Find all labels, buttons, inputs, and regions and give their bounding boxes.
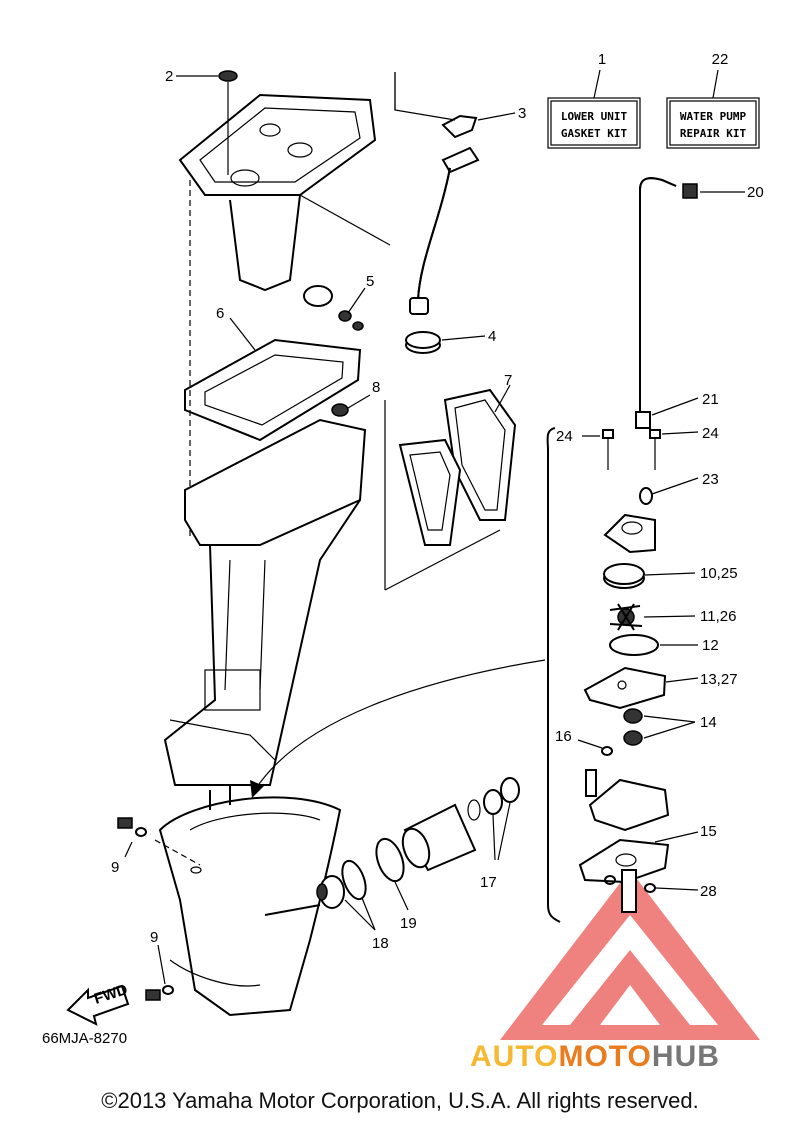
watermark-logo bbox=[500, 870, 760, 1040]
callout-20: 20 bbox=[747, 184, 764, 201]
kit-box-gasket: LOWER UNIT GASKET KIT 1 bbox=[547, 51, 641, 149]
part-8-nut bbox=[331, 394, 371, 417]
callout-8: 8 bbox=[372, 379, 380, 396]
part-10-insert bbox=[603, 563, 696, 589]
assembly-guide-lines bbox=[189, 72, 501, 591]
callout-10-25: 10,25 bbox=[700, 565, 738, 582]
water-tube bbox=[639, 177, 677, 420]
upper-casing-top-plate bbox=[178, 93, 377, 292]
callout-14: 14 bbox=[700, 714, 717, 731]
lower-unit bbox=[154, 785, 342, 1017]
kit-box-water-pump: WATER PUMP REPAIR KIT 22 bbox=[666, 51, 760, 149]
callout-13-27: 13,27 bbox=[700, 671, 738, 688]
watermark-moto: MOTO bbox=[558, 1040, 652, 1073]
copyright-notice: ©2013 Yamaha Motor Corporation, U.S.A. A… bbox=[101, 1088, 699, 1113]
part-19-oring bbox=[341, 837, 409, 931]
kit-pump-number: 22 bbox=[712, 51, 729, 68]
pump-bracket bbox=[546, 427, 561, 923]
part-6-gasket bbox=[184, 317, 362, 442]
part-16-pin bbox=[577, 739, 613, 756]
callout-28: 28 bbox=[700, 883, 717, 900]
callout-12: 12 bbox=[702, 637, 719, 654]
part-17-bearings bbox=[401, 777, 520, 872]
part-2-cap bbox=[176, 70, 238, 175]
callout-7: 7 bbox=[504, 372, 512, 389]
watermark-auto: AUTO bbox=[470, 1040, 559, 1073]
callout-15: 15 bbox=[700, 823, 717, 840]
part-18-bushing bbox=[316, 875, 376, 931]
part-3-gasket bbox=[441, 112, 516, 139]
callout-19: 19 bbox=[400, 915, 417, 932]
kit-gasket-number: 1 bbox=[598, 51, 606, 68]
part-11-impeller bbox=[609, 603, 696, 631]
drawing-code: 66MJA-8270 bbox=[42, 1030, 127, 1047]
callout-17: 17 bbox=[480, 874, 497, 891]
callout-24b: 24 bbox=[702, 425, 719, 442]
fwd-arrow-icon: FWD bbox=[66, 981, 130, 1026]
part-12-oring bbox=[609, 634, 698, 656]
part-14-seals bbox=[623, 708, 696, 746]
callout-9a: 9 bbox=[111, 859, 119, 876]
upper-casing bbox=[163, 418, 367, 786]
kit-pump-line1: WATER PUMP bbox=[680, 110, 747, 123]
kit-gasket-line1: LOWER UNIT bbox=[561, 110, 628, 123]
watermark-text: AUTOMOTOHUB bbox=[470, 1040, 720, 1074]
callout-16: 16 bbox=[555, 728, 572, 745]
part-24-bolts bbox=[582, 429, 699, 470]
part-4-seal bbox=[405, 331, 486, 354]
callout-4: 4 bbox=[488, 328, 496, 345]
callout-6: 6 bbox=[216, 305, 224, 322]
part-9-screws bbox=[117, 817, 174, 1001]
part-5-grommet bbox=[303, 285, 366, 331]
part-20-grommet bbox=[682, 183, 745, 199]
assembly-arrow bbox=[250, 659, 546, 798]
part-15-gasket bbox=[578, 831, 699, 884]
callout-2: 2 bbox=[165, 68, 173, 85]
callout-11-26: 11,26 bbox=[700, 608, 736, 625]
callout-21: 21 bbox=[702, 391, 719, 408]
callout-24a: 24 bbox=[556, 428, 573, 445]
part-13-plate bbox=[583, 666, 699, 710]
pump-outer-plate bbox=[585, 769, 670, 832]
kit-pump-line2: REPAIR KIT bbox=[680, 127, 747, 140]
callout-9b: 9 bbox=[150, 929, 158, 946]
callout-18: 18 bbox=[372, 935, 389, 952]
watermark-hub: HUB bbox=[651, 1040, 720, 1073]
part-21-seal bbox=[635, 397, 699, 429]
callout-23: 23 bbox=[702, 471, 719, 488]
part-23-pump-housing bbox=[603, 477, 699, 554]
callout-3: 3 bbox=[518, 105, 526, 122]
part-7-cover bbox=[398, 384, 517, 546]
kit-gasket-line2: GASKET KIT bbox=[561, 127, 628, 140]
part-28-oring bbox=[604, 869, 699, 913]
callout-5: 5 bbox=[366, 273, 374, 290]
exhaust-pipe bbox=[409, 146, 480, 315]
